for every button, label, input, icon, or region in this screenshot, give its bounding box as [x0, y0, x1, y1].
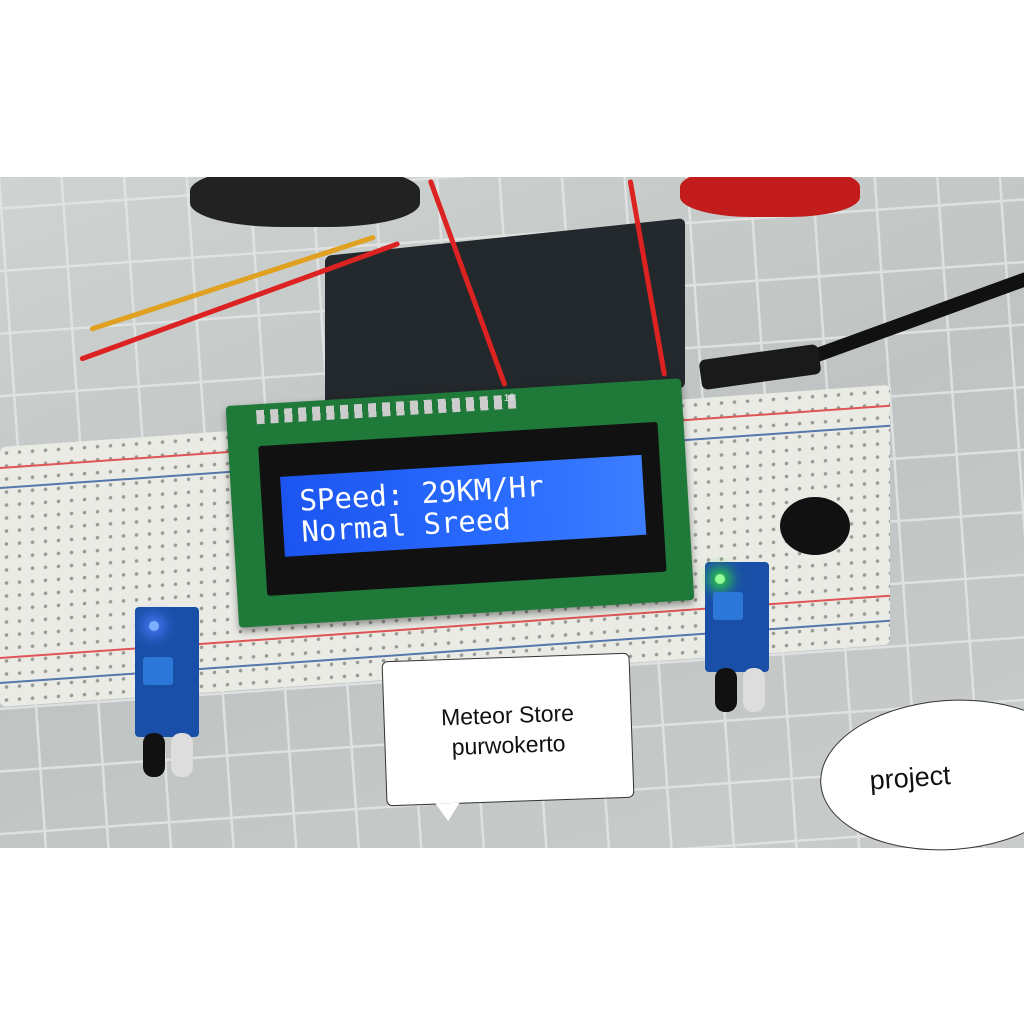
store-name-line-1: Meteor Store: [440, 699, 575, 730]
red-object: [680, 177, 860, 217]
ir-sensor-left: [135, 607, 199, 777]
store-name-line-2: purwokerto: [451, 729, 566, 760]
project-label: project: [868, 759, 952, 796]
ir-sensor-right: [705, 562, 769, 712]
buzzer: [780, 497, 850, 555]
dark-object: [190, 177, 420, 227]
pin-number-label: 16: [503, 392, 516, 405]
